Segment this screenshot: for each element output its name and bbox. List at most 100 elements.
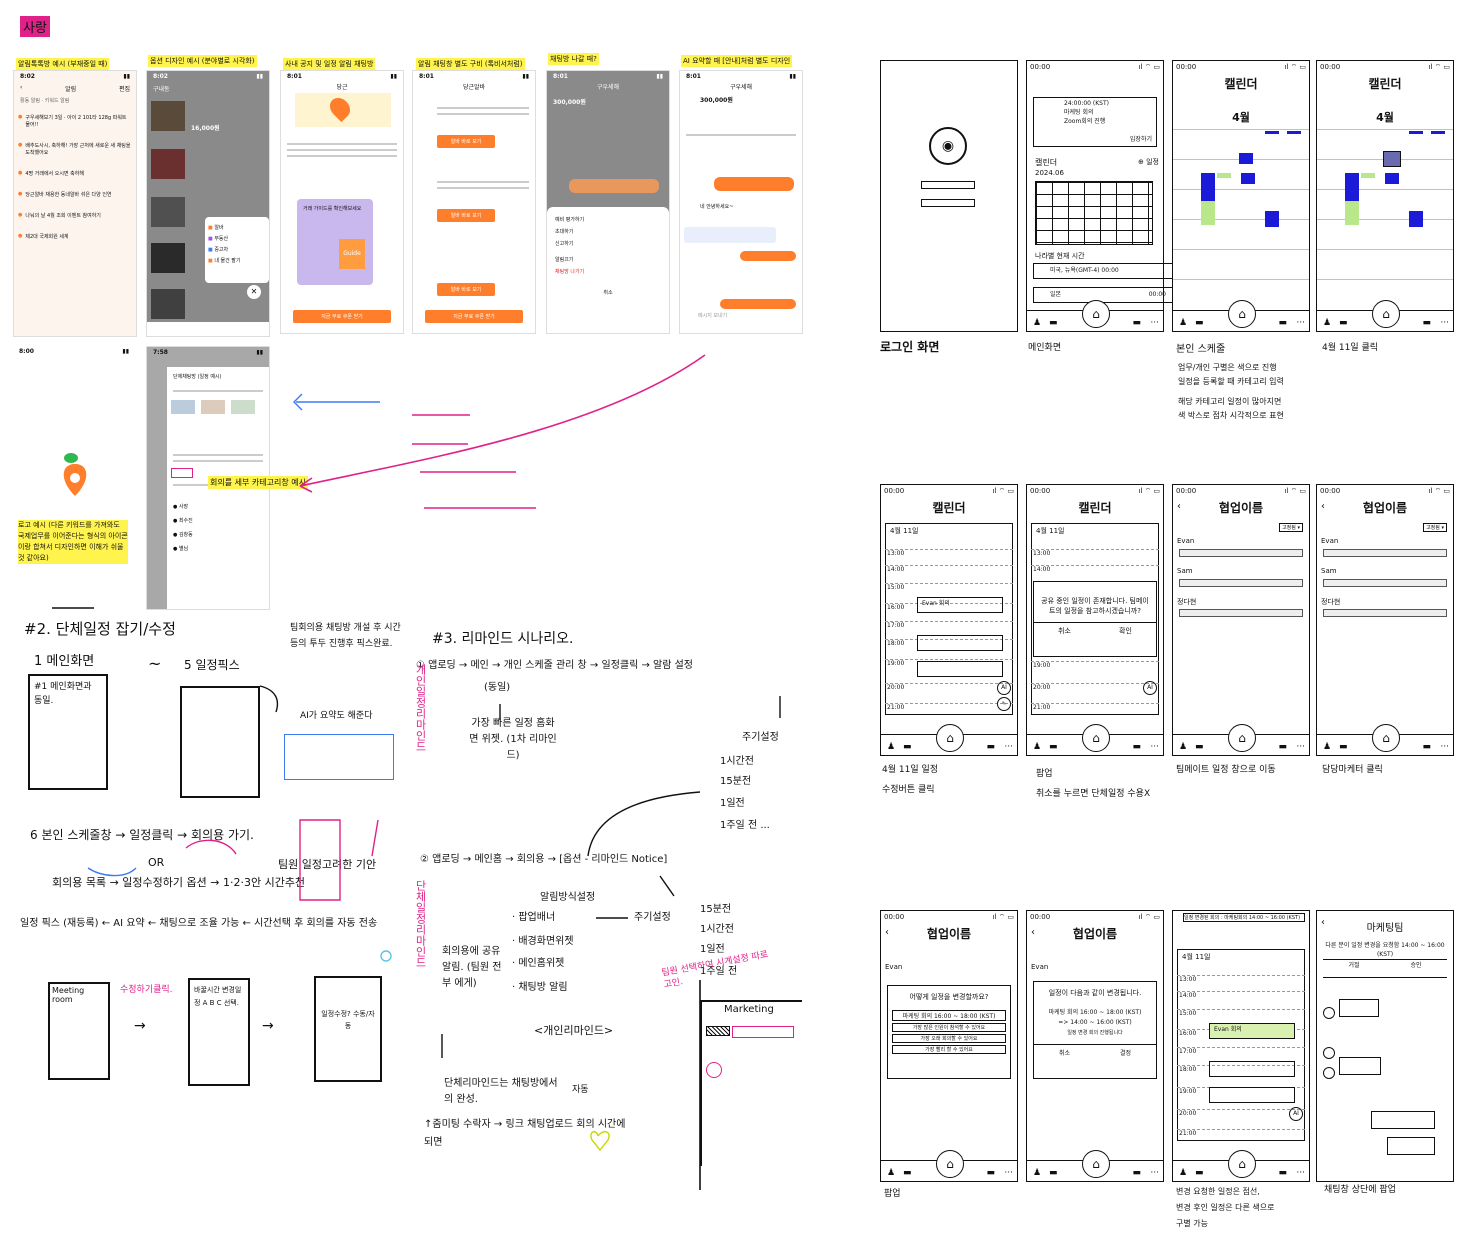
cancel-button[interactable]: 취소: [603, 290, 613, 296]
schedule-slot[interactable]: [1209, 1087, 1295, 1103]
event-block[interactable]: [1201, 173, 1215, 201]
media-thumb[interactable]: [171, 400, 195, 414]
member-schedule-bar[interactable]: [1179, 549, 1303, 557]
option-button[interactable]: 가장 많은 인원이 참석할 수 있어요: [892, 1023, 1006, 1032]
filter-dropdown[interactable]: 고정됨 ▾: [1423, 523, 1447, 532]
event-card[interactable]: 24:00:00 (KST) 마케팅 회의 Zoom회의 진행 입장하기: [1033, 97, 1157, 147]
option-button[interactable]: 가장 빨리 할 수 있어요: [892, 1045, 1006, 1054]
leave-chat-item[interactable]: 채팅방 나가기: [555, 269, 585, 275]
meeting-category-row[interactable]: [171, 468, 193, 478]
join-link[interactable]: 입장하기: [1129, 136, 1152, 143]
edit-link[interactable]: 편집: [118, 86, 130, 93]
ai-button[interactable]: AI: [997, 681, 1011, 695]
menu-item[interactable]: 알림끄기: [555, 257, 574, 263]
alba-button[interactable]: 알바 바로 보기: [437, 135, 495, 148]
schedule-slot[interactable]: [917, 661, 1003, 677]
selected-day[interactable]: [1383, 151, 1401, 167]
menu-item[interactable]: ■ 부동산: [208, 236, 229, 242]
list-item[interactable]: ●나눠의 날 4월 조회 이벤트 참여하기: [18, 212, 101, 219]
filter-dropdown[interactable]: 고정됨 ▾: [1279, 523, 1303, 532]
event-block[interactable]: [1239, 153, 1253, 164]
member-row[interactable]: ● 김창동: [173, 532, 193, 538]
product-thumb[interactable]: [151, 101, 185, 131]
approve-button[interactable]: 승인: [1410, 962, 1422, 969]
home-icon[interactable]: ⌂: [1082, 724, 1110, 752]
guide-card[interactable]: 거래 가이드를 확인해보세요 Guide: [297, 199, 373, 285]
home-icon[interactable]: ⌂: [936, 1150, 964, 1178]
back-icon[interactable]: ‹: [1177, 501, 1181, 512]
product-thumb[interactable]: [151, 243, 185, 273]
event-block[interactable]: [1265, 131, 1279, 134]
message-input[interactable]: 메시지 보내기: [698, 313, 728, 319]
cancel-button[interactable]: 취소: [1058, 627, 1071, 635]
alba-button[interactable]: 알바 바로 보기: [437, 209, 495, 222]
list-item[interactable]: ●배추도사시, 축하해! 가장 근처에 새로운 새 채팅을 도착했어요: [18, 142, 131, 156]
home-icon[interactable]: ⌂: [1228, 724, 1256, 752]
member-row[interactable]: ● 사장: [173, 504, 189, 510]
menu-item[interactable]: ■ 중고차: [208, 247, 229, 253]
event-block[interactable]: [1217, 173, 1231, 178]
event-block[interactable]: [1265, 211, 1279, 227]
home-icon[interactable]: ⌂: [1228, 1150, 1256, 1178]
coupon-button[interactable]: 지금 무료 쿠폰 받기: [425, 310, 523, 323]
back-icon[interactable]: ‹: [885, 927, 889, 938]
product-thumb[interactable]: [151, 149, 185, 179]
schedule-slot[interactable]: Evan 회의: [917, 597, 1003, 613]
edit-button[interactable]: ✎: [997, 697, 1011, 711]
add-schedule-icon[interactable]: ⊕ 일정: [1138, 158, 1159, 166]
member-name[interactable]: Evan: [1177, 537, 1195, 545]
changed-event[interactable]: Evan 회의: [1209, 1023, 1295, 1039]
menu-item[interactable]: 예비 평가하기: [555, 217, 585, 223]
member-row[interactable]: ● 최수진: [173, 518, 193, 524]
media-thumb[interactable]: [231, 400, 255, 414]
event-block[interactable]: [1201, 201, 1215, 225]
back-icon[interactable]: ‹: [20, 84, 23, 91]
schedule-slot[interactable]: [1209, 1061, 1295, 1077]
tab-bar[interactable]: 활동 알림 · 키워드 알림: [20, 98, 70, 104]
confirm-button[interactable]: 확인: [1119, 627, 1132, 635]
list-item[interactable]: ●구우세해보기 3일 · 아이 2 101타 128g 파워트 물어!!: [18, 114, 127, 128]
member-schedule-bar[interactable]: [1179, 579, 1303, 587]
mini-calendar-grid[interactable]: [1035, 181, 1153, 245]
ai-button[interactable]: AI: [1143, 681, 1157, 695]
alba-button[interactable]: 알바 바로 보기: [437, 283, 495, 296]
schedule-slot[interactable]: [917, 635, 1003, 651]
home-icon[interactable]: ⌂: [1228, 300, 1256, 328]
member-name[interactable]: 정다현: [1177, 598, 1197, 606]
login-button[interactable]: [921, 199, 975, 207]
home-icon[interactable]: ⌂: [1082, 300, 1110, 328]
menu-item[interactable]: ■ 알바: [208, 225, 224, 231]
member-name[interactable]: Sam: [1177, 567, 1193, 575]
list-item[interactable]: ●제2대 국제회원 세계: [18, 233, 69, 240]
ai-button[interactable]: AI: [1289, 1107, 1303, 1121]
menu-item[interactable]: 신고하기: [555, 241, 574, 247]
product-thumb[interactable]: [151, 197, 185, 227]
change-banner[interactable]: 일정 변경된 회의 : 마케팅회의 14:00 ~ 16:00 (KST): [1183, 913, 1305, 922]
media-thumb[interactable]: [201, 400, 225, 414]
member-row[interactable]: ● 별님: [173, 546, 189, 552]
home-icon[interactable]: ⌂: [1372, 724, 1400, 752]
reject-button[interactable]: 거절: [1348, 962, 1360, 969]
event-block[interactable]: [1287, 131, 1301, 134]
cancel-button[interactable]: 취소: [1058, 1050, 1071, 1057]
caption-change-options: 팝업: [884, 1189, 901, 1199]
menu-item[interactable]: ■ 내 물건 팔기: [208, 258, 241, 264]
back-icon[interactable]: ‹: [1031, 927, 1035, 938]
home-icon[interactable]: ⌂: [1082, 1150, 1110, 1178]
home-icon[interactable]: ⌂: [936, 724, 964, 752]
close-icon[interactable]: ✕: [247, 285, 261, 299]
event-block[interactable]: [1241, 173, 1255, 184]
caption-chat-popup: 채팅창 상단에 팝업: [1324, 1185, 1396, 1195]
option-button[interactable]: 가장 오래 회의할 수 있어요: [892, 1034, 1006, 1043]
product-thumb[interactable]: [151, 289, 185, 319]
back-icon[interactable]: ‹: [1321, 917, 1325, 928]
back-icon[interactable]: ‹: [1321, 501, 1325, 512]
menu-item[interactable]: 초대하기: [555, 229, 574, 235]
coupon-button[interactable]: 지금 무료 쿠폰 받기: [293, 310, 391, 323]
member-schedule-bar[interactable]: [1179, 609, 1303, 617]
home-icon[interactable]: ⌂: [1372, 300, 1400, 328]
list-item[interactable]: ●4명 거래에서 오시면 축하해: [18, 170, 84, 177]
decide-button[interactable]: 결정: [1119, 1050, 1132, 1057]
login-field[interactable]: [921, 181, 975, 189]
list-item[interactable]: ●당근알바 채용한 동네알바 섞은 다양 인연: [18, 191, 112, 198]
